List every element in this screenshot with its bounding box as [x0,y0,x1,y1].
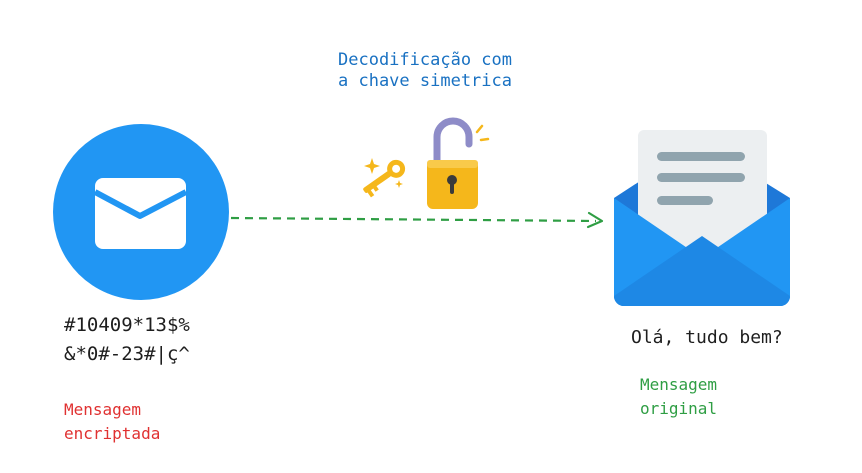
open-envelope-letter-icon [614,130,790,306]
encrypted-label-line-2: encriptada [64,424,161,443]
open-padlock-icon [427,117,490,209]
ciphertext-line-2: &*0#-23#|ç^ [64,343,190,365]
transmission-arrow [230,211,604,229]
key-icon [363,158,406,198]
decryption-caption: Decodificação com a chave simetrica [338,50,512,93]
encrypted-message-label: Mensagem encriptada [64,398,160,446]
ciphertext-line-1: #10409*13$% [64,314,190,336]
caption-line-1: Decodificação com [338,50,512,70]
caption-line-2: a chave simetrica [338,71,512,92]
original-label-line-1: Mensagem [640,375,718,394]
original-message-label: Mensagem original [640,373,717,421]
encrypted-label-line-1: Mensagem [64,400,142,419]
ciphertext: #10409*13$% &*0#-23#|ç^ [64,311,190,369]
closed-envelope-icon [53,124,229,300]
plaintext: Olá, tudo bem? [631,327,783,348]
original-label-line-2: original [640,399,718,418]
